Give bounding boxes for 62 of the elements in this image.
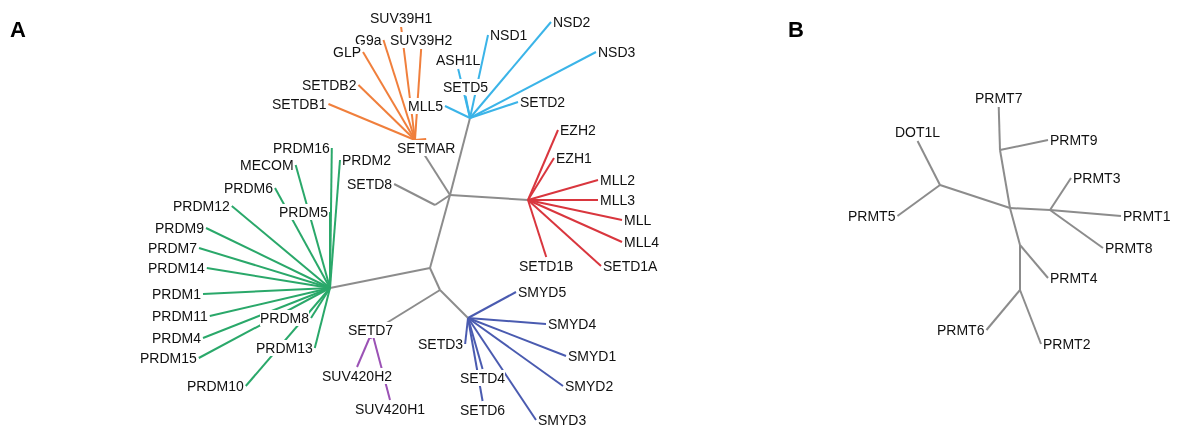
gene-label: MLL3: [600, 192, 636, 208]
gene-label: MLL5: [408, 98, 444, 114]
gene-label: PRDM6: [224, 180, 273, 196]
gene-label: EZH2: [560, 122, 596, 138]
gene-label: SETD2: [520, 94, 566, 110]
gene-label: SUV39H1: [370, 10, 433, 26]
gene-label: SETDB1: [272, 96, 327, 112]
gene-label: MLL: [624, 212, 652, 228]
gene-label: NSD3: [598, 44, 636, 60]
gene-label: SMYD3: [538, 412, 587, 428]
gene-label: PRDM2: [342, 152, 391, 168]
gene-label: SETD1A: [603, 258, 658, 274]
gene-label: GLP: [333, 44, 361, 60]
gene-label: SETD7: [348, 322, 394, 338]
gene-label: PRMT1: [1123, 208, 1171, 224]
gene-label: SUV39H2: [390, 32, 453, 48]
gene-label: PRMT6: [937, 322, 985, 338]
gene-label: SETMAR: [397, 140, 456, 156]
gene-label: PRDM13: [256, 340, 313, 356]
gene-label: SMYD1: [568, 348, 617, 364]
gene-label: PRDM16: [273, 140, 330, 156]
gene-label: PRDM11: [152, 308, 208, 324]
gene-label: PRDM14: [148, 260, 205, 276]
gene-label: SMYD2: [565, 378, 614, 394]
gene-label: SUV420H1: [355, 401, 426, 417]
gene-label: SETD5: [443, 79, 489, 95]
gene-label: MLL4: [624, 234, 660, 250]
gene-label: PRMT9: [1050, 132, 1098, 148]
gene-label: PRDM15: [140, 350, 197, 366]
panel-letter: B: [788, 17, 804, 43]
gene-label: PRDM12: [173, 198, 230, 214]
gene-label: PRDM4: [152, 330, 201, 346]
gene-label: SETD4: [460, 370, 506, 386]
gene-label: PRMT7: [975, 90, 1023, 106]
gene-label: SETD1B: [519, 258, 574, 274]
gene-label: PRMT8: [1105, 240, 1153, 256]
gene-label: PRDM5: [279, 204, 328, 220]
gene-label: ASH1L: [436, 52, 481, 68]
gene-label: PRMT5: [848, 208, 896, 224]
gene-label: SETD3: [418, 336, 464, 352]
gene-label: PRMT3: [1073, 170, 1121, 186]
gene-label: MECOM: [240, 157, 294, 173]
gene-label: PRDM10: [187, 378, 244, 394]
gene-label: PRDM9: [155, 220, 204, 236]
gene-label: SMYD4: [548, 316, 597, 332]
gene-label: PRDM7: [148, 240, 197, 256]
gene-label: DOT1L: [895, 124, 941, 140]
gene-label: PRMT4: [1050, 270, 1098, 286]
gene-label: SETDB2: [302, 77, 357, 93]
gene-label: PRDM8: [260, 310, 309, 326]
gene-label: SMYD5: [518, 284, 567, 300]
gene-label: NSD1: [490, 27, 528, 43]
panel-letter: A: [10, 17, 26, 43]
gene-label: EZH1: [556, 150, 592, 166]
gene-label: PRMT2: [1043, 336, 1091, 352]
gene-label: SUV420H2: [322, 368, 393, 384]
gene-label: MLL2: [600, 172, 636, 188]
gene-label: SETD6: [460, 402, 506, 418]
gene-label: NSD2: [553, 14, 591, 30]
gene-label: G9a: [355, 32, 382, 48]
gene-label: SETD8: [347, 176, 393, 192]
gene-label: PRDM1: [152, 286, 201, 302]
